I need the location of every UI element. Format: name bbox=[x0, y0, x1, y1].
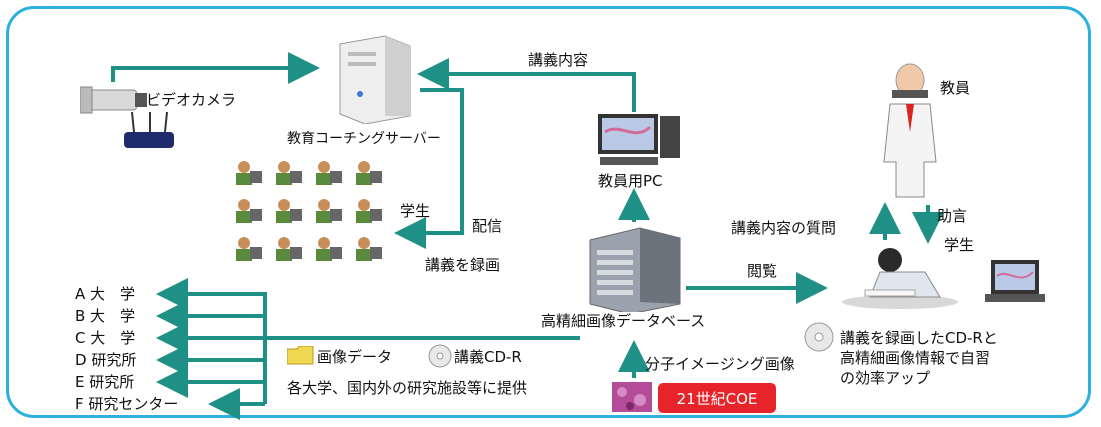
router-icon bbox=[124, 112, 174, 148]
database-server-icon bbox=[589, 227, 681, 312]
institution-c: C 大 学 bbox=[75, 329, 136, 347]
student-icon bbox=[236, 161, 262, 185]
folder-icon bbox=[287, 346, 314, 365]
molecular-image-label: 分子イメージング画像 bbox=[645, 355, 795, 373]
benefit-line-1: 講義を録画したCD-Rと bbox=[840, 329, 998, 347]
camera-to-server-arrow bbox=[111, 52, 320, 84]
server-label: 教育コーチングサーバー bbox=[287, 131, 441, 147]
teacher-label: 教員 bbox=[940, 79, 971, 97]
lecture-content-label: 講義内容 bbox=[528, 51, 589, 69]
server-icon bbox=[339, 35, 411, 124]
teacher-icon bbox=[883, 63, 937, 198]
students-label: 学生 bbox=[400, 202, 431, 220]
desktop-pc-icon bbox=[598, 114, 680, 165]
benefit-line-3: の効率アップ bbox=[840, 369, 931, 387]
molecular-image-icon bbox=[612, 382, 652, 412]
students-group-icon bbox=[236, 161, 382, 261]
video-camera-icon bbox=[80, 86, 147, 114]
cd-icon bbox=[804, 322, 834, 352]
video-camera-label: ビデオカメラ bbox=[146, 91, 237, 109]
coe-badge: 21世紀COE bbox=[658, 383, 776, 413]
distribution-label: 配信 bbox=[472, 217, 503, 235]
lecture-cdr-label: 講義CD-R bbox=[454, 348, 522, 366]
institution-b: B 大 学 bbox=[75, 307, 136, 325]
database-label: 高精細画像データベース bbox=[541, 312, 706, 330]
advice-label: 助言 bbox=[937, 207, 968, 225]
pc-to-server-arrow bbox=[417, 58, 636, 112]
provide-label: 各大学、国内外の研究施設等に提供 bbox=[287, 379, 528, 397]
institution-d: D 研究所 bbox=[75, 351, 137, 369]
teacher-pc-label: 教員用PC bbox=[598, 172, 663, 190]
student-study-icon bbox=[842, 248, 958, 309]
image-data-label: 画像データ bbox=[317, 348, 393, 366]
question-label: 講義内容の質問 bbox=[731, 219, 837, 237]
institution-a: A 大 学 bbox=[75, 285, 136, 303]
record-lecture-label: 講義を録画 bbox=[425, 256, 501, 274]
benefit-line-2: 高精細画像情報で自習 bbox=[840, 349, 991, 367]
institution-e: E 研究所 bbox=[75, 373, 135, 391]
viewing-label: 閲覧 bbox=[747, 262, 778, 280]
student-label: 学生 bbox=[944, 236, 975, 254]
institution-f: F 研究センター bbox=[75, 395, 179, 413]
laptop-icon bbox=[985, 260, 1045, 302]
cd-icon bbox=[428, 344, 452, 368]
server-to-students-arrow bbox=[394, 88, 464, 249]
